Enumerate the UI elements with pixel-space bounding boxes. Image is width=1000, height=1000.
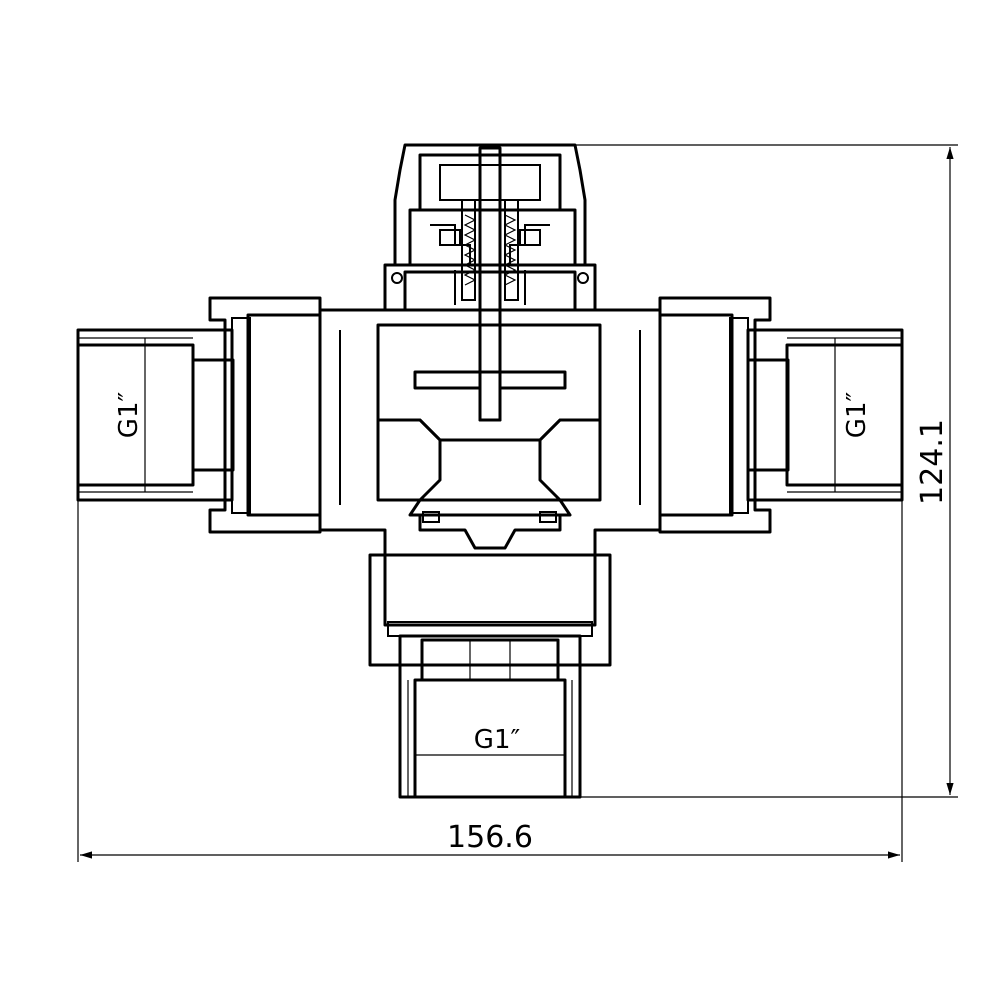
- valve-body: [318, 308, 662, 557]
- dimension-width: [77, 500, 903, 862]
- bonnet: [383, 263, 597, 312]
- thread-label-bottom: G1″: [474, 725, 521, 755]
- thread-label-right: G1″: [842, 392, 872, 439]
- bottom-connection: [368, 553, 612, 799]
- dimension-height-label: 124.1: [915, 419, 950, 505]
- actuator-cap: [393, 143, 587, 267]
- spindle: [461, 146, 519, 422]
- dimension-height: [575, 144, 958, 798]
- left-connection: [76, 296, 322, 534]
- thread-label-left: G1″: [114, 392, 144, 439]
- dimension-width-label: 156.6: [447, 820, 533, 855]
- right-connection: [658, 296, 904, 534]
